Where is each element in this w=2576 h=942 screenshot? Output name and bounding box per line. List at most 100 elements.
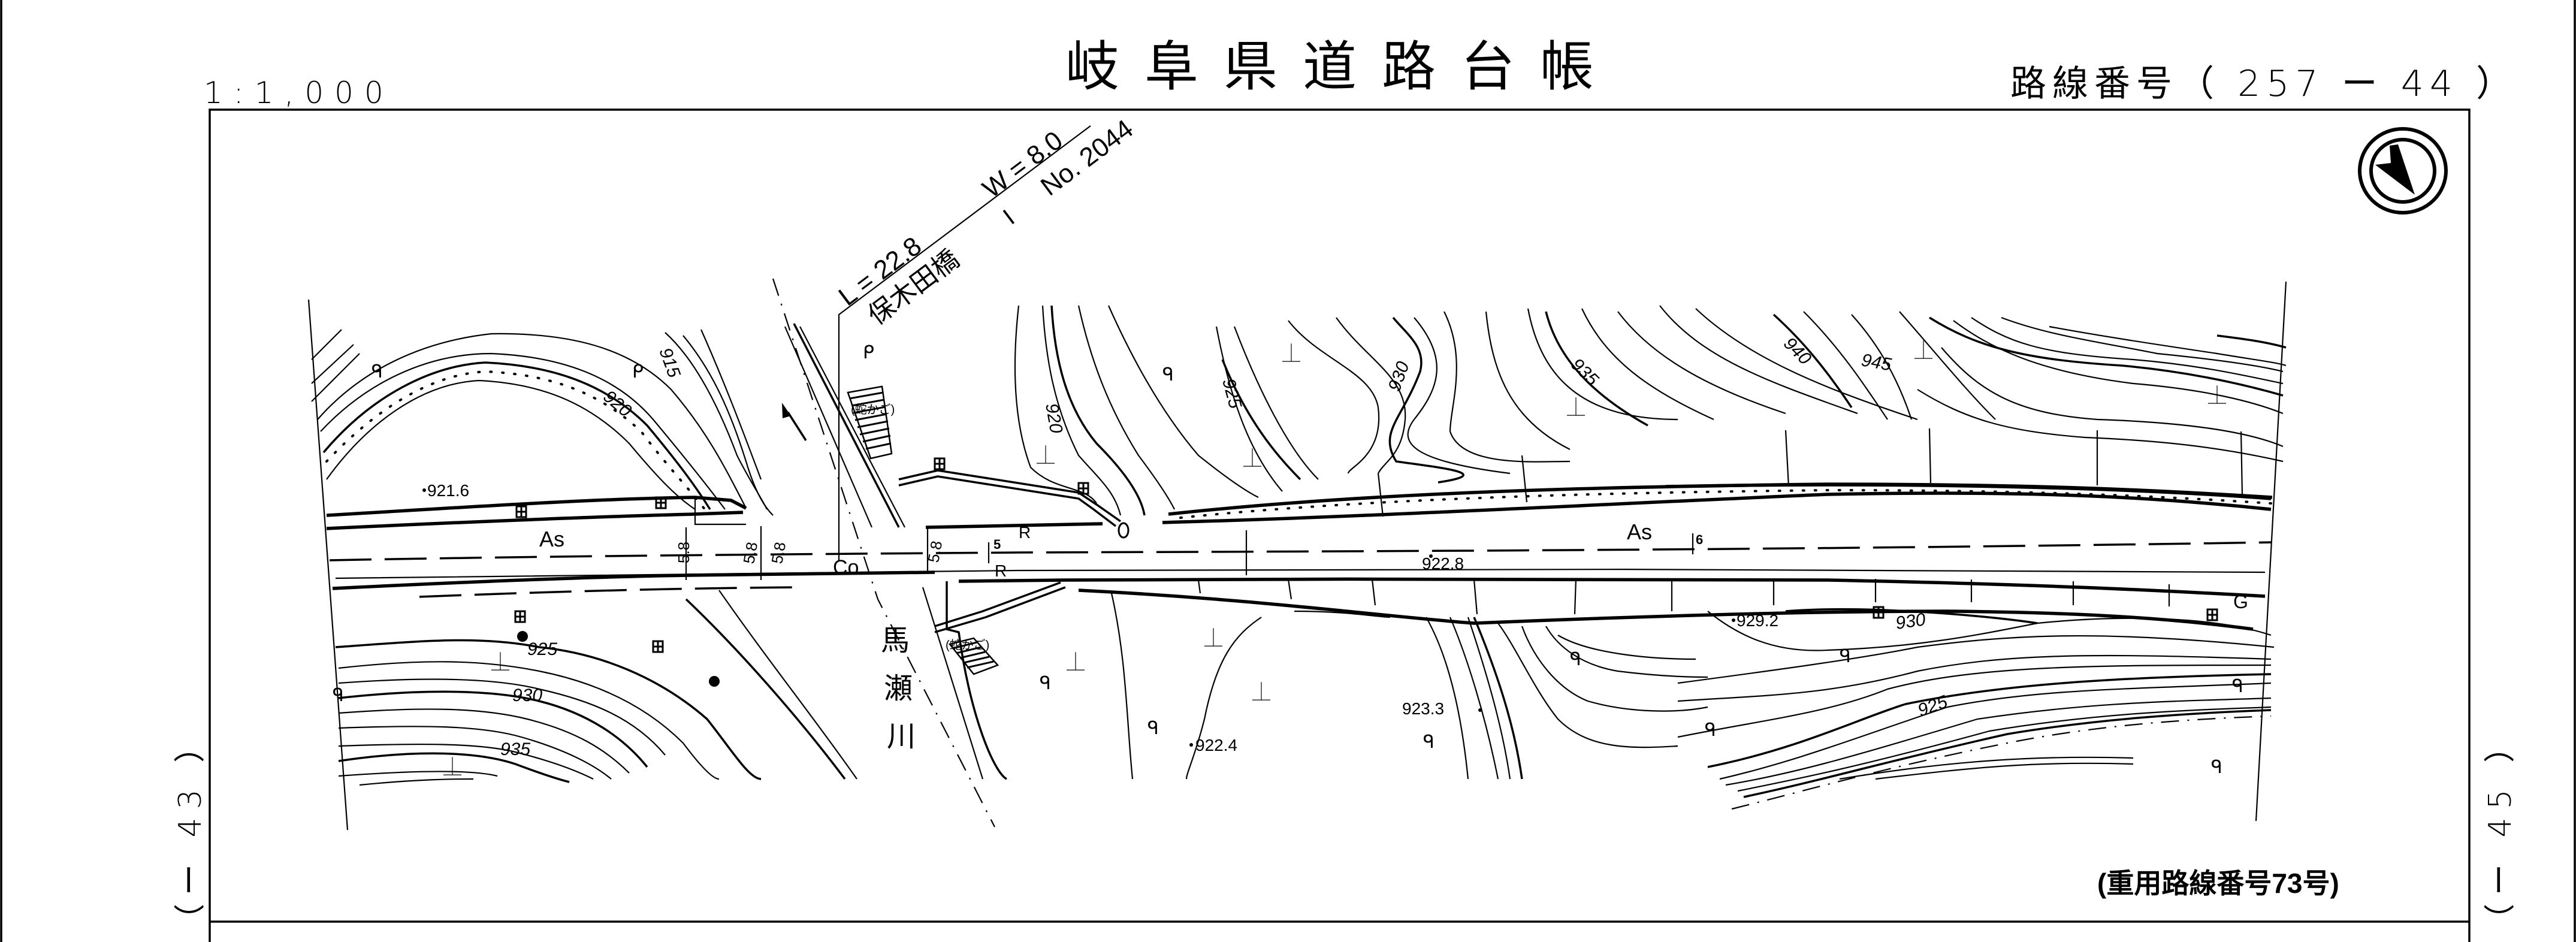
sheet-title: 岐阜県道路台帳 [1065,35,1619,98]
bridge-leader-line [838,125,1091,560]
field-symbol-icon: ᑫ [1423,732,1435,752]
field-symbol-icon: ᑫ [2211,757,2222,777]
wasteland-symbol-icon: ⏊ [1914,340,1932,361]
wasteland-symbol-icon: ⏊ [1204,628,1222,648]
slope-ticks-south [1197,578,2170,615]
river-name-char-1: 馬 [881,625,910,657]
field-symbol-icon: ᑫ [1705,720,1716,740]
west-wall [326,496,747,517]
spot-height-point [1732,618,1735,622]
contours-southeast [1110,593,2275,810]
contour-label: 920 [1041,401,1066,434]
contour-label: 915 [655,345,684,381]
surface-label-west: As [539,527,564,551]
field-symbol-icon: ᑫ [372,362,383,382]
field-symbol-icon: ᑫ [1840,647,1851,666]
field-symbol-icon: ᑫ [2232,677,2243,696]
contour-label: 945 [1860,350,1893,375]
river-bank-se-2 [922,587,984,780]
spot-height-label: 923.3 [1402,699,1444,718]
surface-label-east: As [1627,520,1652,544]
road-south-edge-west [332,570,935,590]
wasteland-symbol-icon: ⏊ [1037,445,1055,466]
contour-label: 930 [512,686,542,705]
road-south-edge-east [958,577,2266,598]
road [326,428,2273,631]
contour-label: 920 [600,387,636,421]
station-label-6: 6 [1696,532,1703,547]
gabion-label-north: (蛇かご) [851,403,895,416]
contour-label: 940 [1780,334,1815,369]
spot-height-label: 922.4 [1195,736,1237,754]
river-bank-sw-2 [718,590,857,780]
spot-height-label: 929.2 [1737,611,1778,630]
cut-line-left [307,299,349,831]
contour-label: 925 [1218,376,1245,410]
river-centerline-dashdot [772,278,995,828]
r-label-south: R [995,561,1007,580]
contour-label: 930 [1894,609,1926,633]
utility-pole-icon [709,676,720,687]
catch-basin-icons [514,457,2218,653]
width-label-1: 5.8 [675,542,693,563]
contour-label: 930 [1385,359,1414,394]
surface-label-bridge: Co [833,556,859,579]
station-label-5: 5 [993,537,1001,552]
river-name-char-3: 川 [887,721,916,753]
spot-height-label: 922.8 [1422,554,1464,573]
next-sheet-link[interactable]: （ー 45 ） [2483,723,2518,935]
wasteland-symbol-icon: ⏊ [1252,682,1270,702]
spot-height-label: 921.6 [427,481,469,500]
width-label-3: 5.8 [768,541,789,565]
river-bank-nw [793,323,900,528]
wasteland-symbol-icon: ⏊ [1067,652,1085,672]
spot-height-point [1189,743,1193,747]
contour-label: 935 [1567,355,1602,390]
contour-label: 935 [500,739,530,759]
wasteland-symbol-icon: ⏊ [1282,343,1300,364]
bridge-info: L = 22.8 W = 8.0 保木田橋 I No. 2044 [833,114,1139,331]
field-symbol-icon: ᑫ [1040,674,1051,693]
utility-pole-icon [517,631,528,642]
gabion-hatch-south [948,637,999,675]
river-bank-nw-3 [799,326,905,528]
road-north-edge-east [1162,491,2272,524]
north-arrow-icon [2358,127,2448,215]
wasteland-symbol-icon: ⏊ [1243,448,1261,469]
r-label-north: R [1019,523,1031,542]
field-symbol-icon: ᑭ [632,362,644,382]
field-symbol-icon: ᑫ [1570,650,1581,669]
scale-label: 1:1,000 [204,76,394,110]
river-name-char-2: 瀬 [884,673,913,705]
west-wall-notch [694,497,746,526]
flow-arrowhead-icon [782,403,791,418]
field-symbol-icon: ᑫ [1162,365,1174,385]
spot-height-point [1429,554,1433,558]
prev-sheet-link[interactable]: （ー 43 ） [173,723,209,935]
river-bank-sw [685,598,846,780]
field-symbol-icon: ᑫ [333,686,344,705]
road-centerline [329,541,2272,561]
width-label-4: 5.8 [924,539,946,564]
river [685,278,1007,828]
shoulder-band-dots [1179,488,2272,519]
overlap-route-note: (重用路線番号73号) [2097,868,2339,899]
field-symbol-icon: ᑭ [863,343,874,363]
land-use-symbols: ⏊ ⏊ ⏊ ⏊ ⏊ ⏊ ⏊ ⏊ ⏊ ⏊ ⏊ ᑫ ᑭ ᑭ ᑫ ᑫ ᑫ ᑫ ᑫ ᑫ … [333,340,2243,777]
river-bank-se [946,581,1007,780]
contours-southwest [335,639,762,786]
river-bank-nw-2 [784,326,873,528]
contours-northwest [311,329,774,516]
bridge-separator: I [998,205,1019,230]
road-north-edge-west [326,511,744,530]
contour-label: 925 [527,639,557,659]
spot-height-point [422,488,426,492]
flow-arrow-icon [787,412,807,441]
wasteland-symbol-icon: ⏊ [2208,385,2226,406]
route-number: 路線番号（ 257 ー 44 ） [2010,63,2518,105]
spot-height-point [1478,708,1482,712]
south-wall-east [1078,588,2254,631]
drain-pipe-south-2 [934,586,1066,633]
retaining-wall-top [1665,483,2272,500]
